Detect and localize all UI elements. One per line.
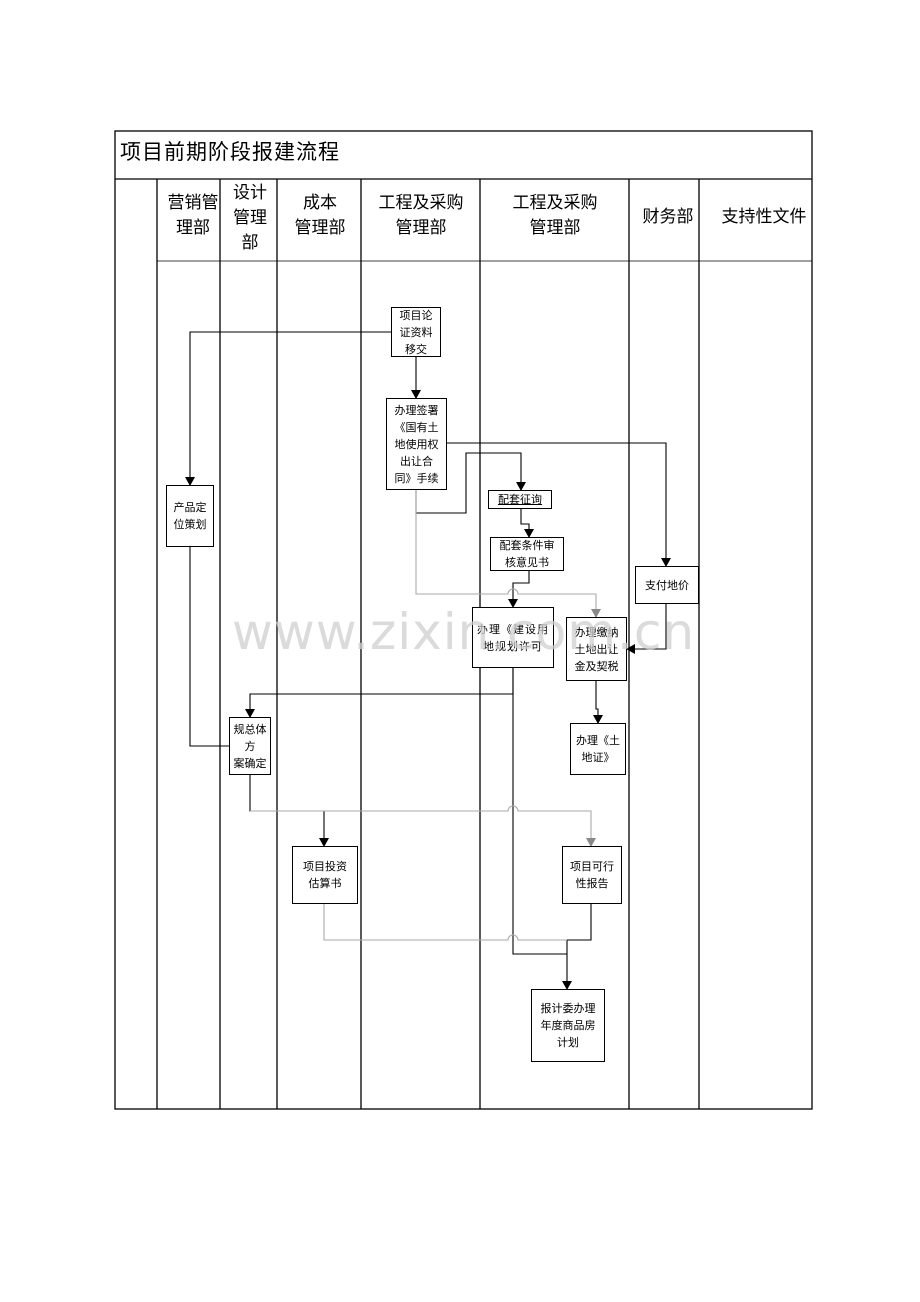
column-header-marketing: 营销管 理部 (167, 193, 219, 238)
column-header-engineering-1: 工程及采购 管理部 (378, 193, 464, 238)
watermark: www.zixin.com.cn (232, 603, 696, 661)
process-box-annual-housing-plan: 报计委办理 年度商品房 计划 (531, 989, 605, 1062)
process-box-land-certificate: 办理《土 地证》 (570, 723, 626, 775)
process-box-product-positioning: 产品定 位策划 (166, 485, 214, 547)
table-grid (114, 130, 813, 1110)
column-header-finance: 财务部 (642, 207, 694, 227)
process-box-pay-land-price: 支付地价 (635, 566, 699, 604)
process-box-feasibility-report: 项目可行 性报告 (562, 846, 622, 904)
process-box-supporting-review: 配套条件审 核意见书 (490, 537, 564, 571)
column-header-design: 设计 管理 部 (233, 183, 267, 253)
process-box-land-contract: 办理签署 《国有土 地使用权 出让合 同》手续 (386, 398, 447, 490)
column-header-engineering-2: 工程及采购 管理部 (512, 193, 598, 238)
process-box-document-handover: 项目论 证资料 移交 (391, 307, 441, 357)
column-header-support-docs: 支持性文件 (721, 207, 807, 227)
column-header-cost: 成本 管理部 (294, 193, 346, 238)
process-box-supporting-inquiry: 配套征询 (488, 490, 552, 509)
page-title: 项目前期阶段报建流程 (120, 140, 340, 164)
process-box-master-plan: 规总体方 案确定 (229, 717, 271, 775)
connectors-gray (250, 489, 601, 941)
process-box-land-transfer-fee: 办理缴纳 土地出让 金及契税 (566, 617, 627, 681)
process-box-land-planning-permit: 办理《建设用 地规划许可 (472, 607, 554, 668)
process-box-investment-estimate: 项目投资 估算书 (292, 846, 358, 904)
